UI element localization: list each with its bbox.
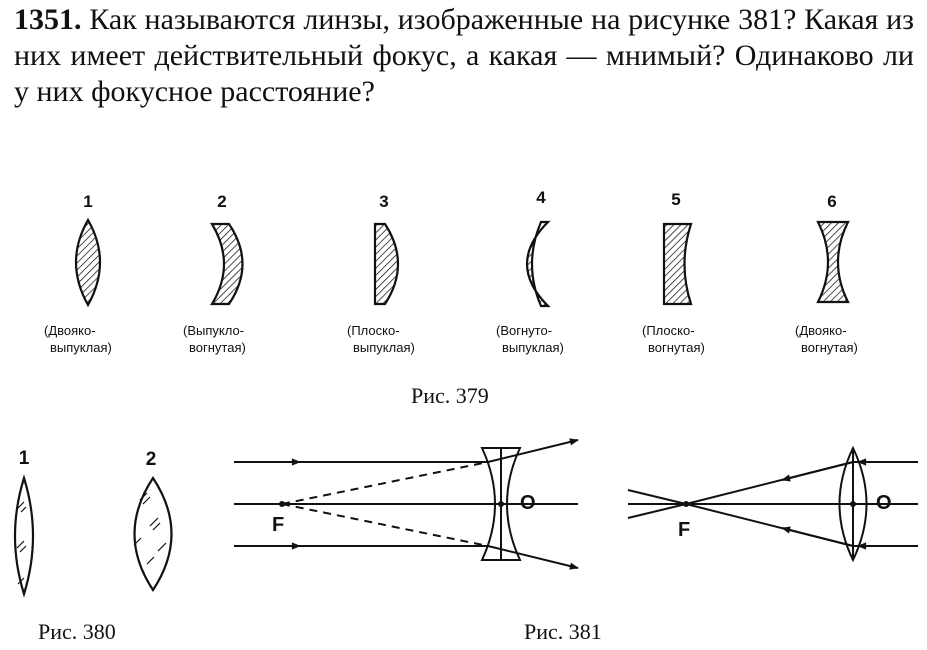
fig381-right-focus-label: F (678, 519, 691, 541)
lens-plano-concave-icon (662, 222, 693, 306)
problem-text: 1351. Как называются линзы, изображенные… (14, 2, 914, 110)
lens-biconcave-icon (816, 220, 850, 304)
lens-concave-convex-icon (526, 220, 551, 308)
fig380-caption: Рис. 380 (38, 619, 116, 644)
lens-plano-convex-icon (373, 222, 400, 306)
fig379-lens-6-number: 6 (827, 192, 837, 211)
fig379-lens-4-number: 4 (536, 188, 546, 207)
lens-biconvex-icon (74, 217, 102, 308)
fig380-lens-1-icon (13, 474, 35, 598)
fig381-caption: Рис. 381 (524, 619, 602, 644)
fig379-lens-5-label: (Плоско-вогнутая) (642, 323, 705, 355)
fig379-lens-4-label: (Вогнуто-выпуклая) (496, 323, 564, 355)
fig379-lens-3-number: 3 (379, 192, 389, 211)
fig379-lens-2-number: 2 (217, 192, 227, 211)
fig379-lens-6-label: (Двояко-вогнутая) (795, 323, 858, 355)
fig381-left-focus-label: F (272, 514, 285, 536)
problem-question: Как называются линзы, изображенные на ри… (14, 3, 914, 108)
fig379-caption: Рис. 379 (411, 383, 489, 408)
fig381-diverging-lens-icon (480, 447, 522, 561)
fig380-lens-2-number: 2 (145, 449, 157, 470)
fig380-lens-2-icon (133, 476, 173, 592)
fig379-lens-2-label: (Выпукло-вогнутая) (183, 323, 246, 355)
fig379-lens-1-label: (Двояко-выпуклая) (44, 323, 112, 355)
lens-convex-concave-icon (210, 222, 244, 306)
fig379-lens-3-label: (Плоско-выпуклая) (347, 323, 415, 355)
fig379-lens-1-number: 1 (83, 192, 93, 211)
fig380-lens-1-number: 1 (18, 448, 30, 469)
problem-number: 1351. (14, 3, 82, 36)
fig379-lens-5-number: 5 (671, 190, 681, 209)
